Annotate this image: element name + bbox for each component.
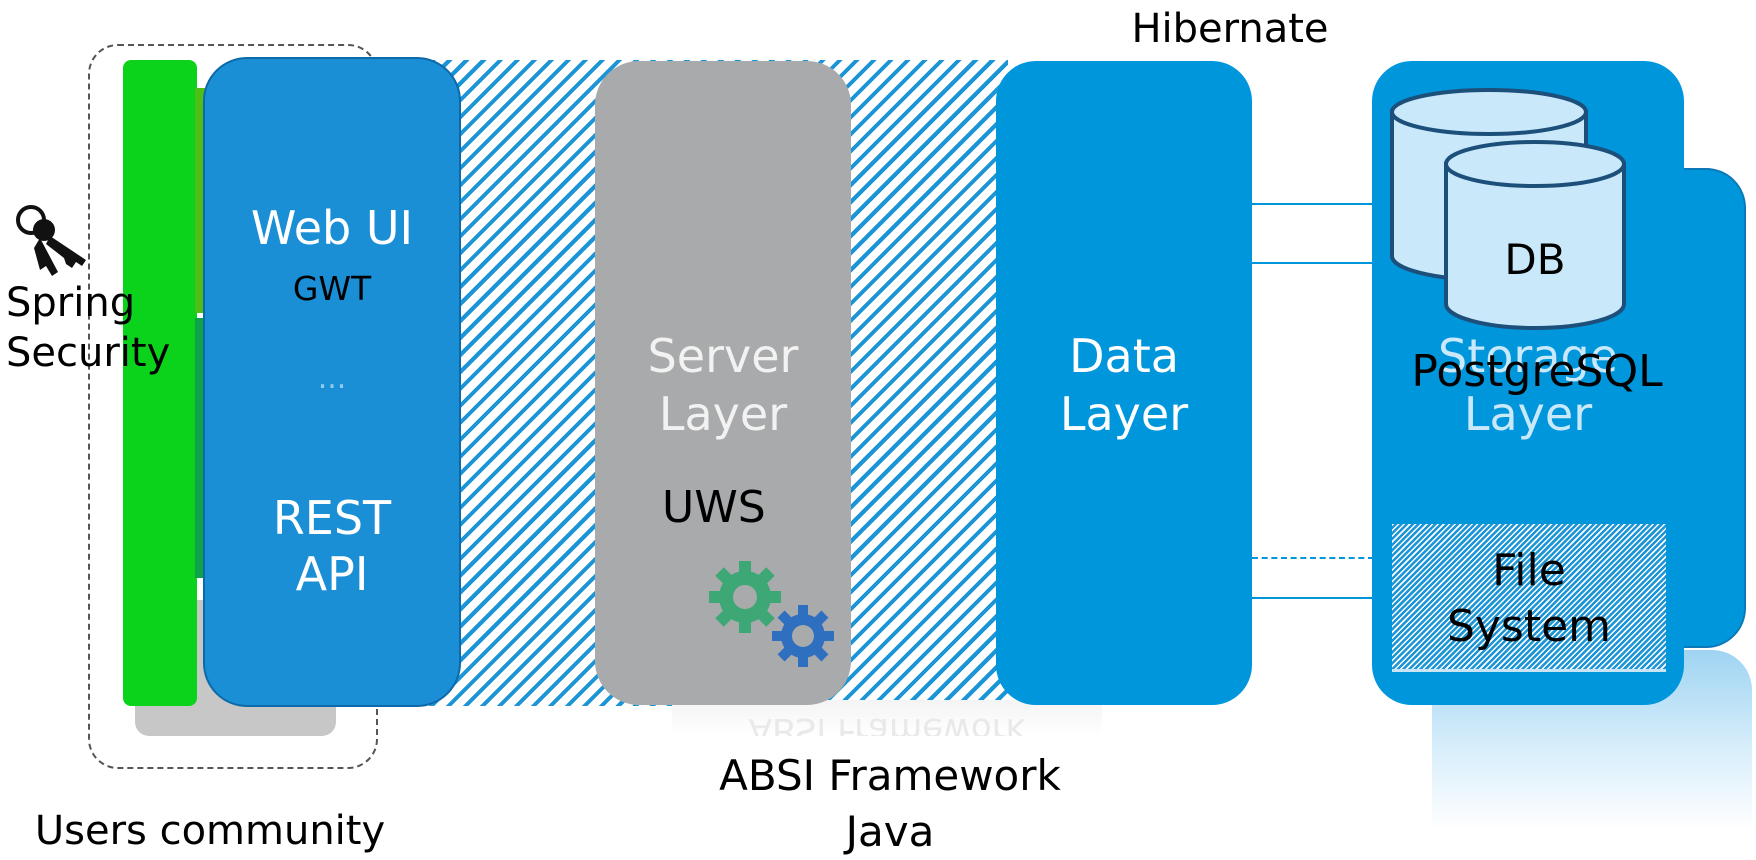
web-layer-box	[203, 57, 461, 707]
gwt-label: GWT	[292, 269, 372, 308]
framework-label: ABSI Framework Java	[719, 751, 1061, 856]
framework-reflection: ABSI Framework	[672, 700, 1102, 736]
hibernate-label: Hibernate	[1131, 6, 1329, 52]
file-system-box	[1392, 524, 1666, 671]
file-system-label: File System	[1446, 545, 1612, 652]
keys-icon	[16, 205, 86, 276]
data-layer-box	[996, 61, 1252, 705]
web-ui-label: Web UI	[250, 201, 414, 255]
connector-line-dashed	[1252, 557, 1374, 559]
data-layer-label: Data Layer	[1059, 329, 1189, 441]
connector-line-1	[1252, 203, 1374, 205]
storage-layer-label: Storage Layer	[1438, 329, 1618, 441]
spring-security-label: Spring Security	[6, 280, 171, 376]
uws-label: UWS	[662, 482, 766, 533]
db-label: DB	[1504, 235, 1566, 284]
rest-api-label: REST API	[272, 491, 392, 601]
spring-security-bar	[123, 60, 197, 706]
users-community-label: Users community	[34, 808, 386, 854]
database-cylinder-icon	[1444, 140, 1626, 330]
file-system-edge	[1392, 669, 1666, 672]
gears-icon	[709, 561, 834, 667]
connector-line-2	[1252, 262, 1374, 264]
server-layer-label: Server Layer	[647, 329, 799, 441]
web-ellipsis: ...	[317, 361, 347, 396]
postgresql-label: PostgreSQL	[1411, 346, 1663, 397]
connector-line-4	[1252, 597, 1374, 599]
